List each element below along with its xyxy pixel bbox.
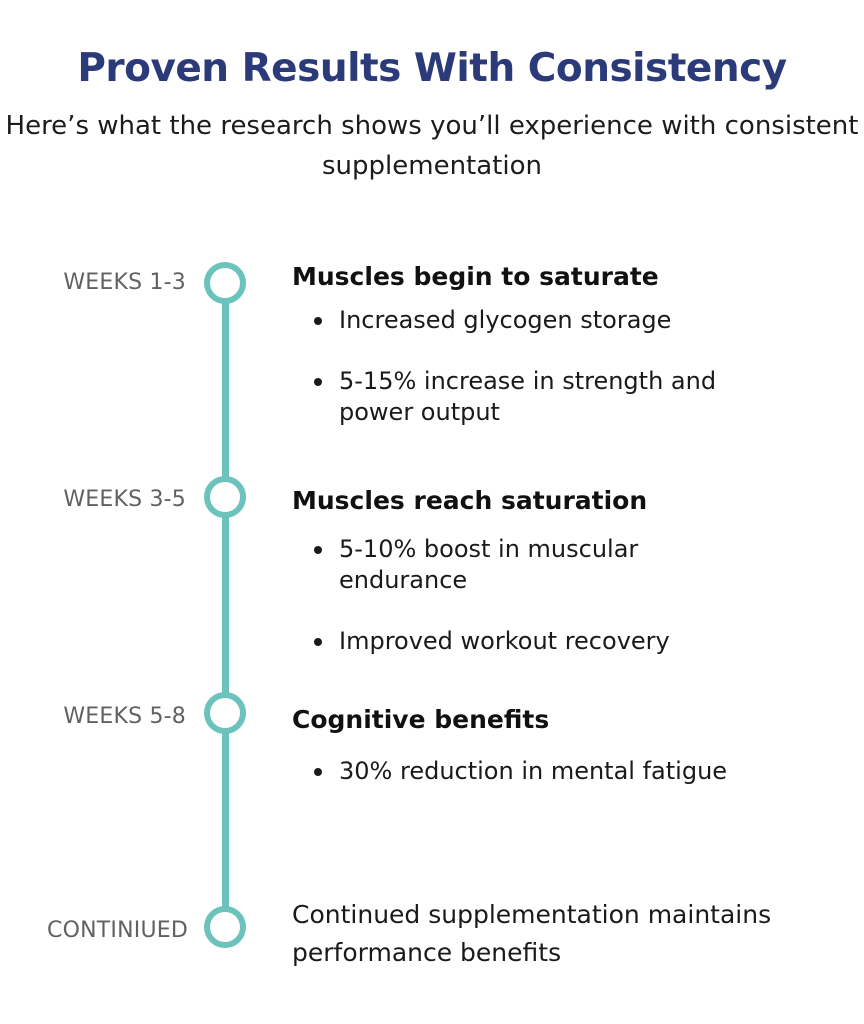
list-item: 5-15% increase in strength and power out… xyxy=(310,366,759,428)
timeline-label-weeks-5-8: WEEKS 5-8 xyxy=(63,704,186,729)
timeline-dot xyxy=(204,262,246,304)
stage-heading: Muscles begin to saturate xyxy=(292,262,659,291)
stage-bullet-list: Increased glycogen storage 5-15% increas… xyxy=(310,305,759,428)
page-title: Proven Results With Consistency xyxy=(77,46,787,91)
page-subtitle: Here’s what the research shows you’ll ex… xyxy=(5,111,859,181)
stage-heading: Cognitive benefits xyxy=(292,705,550,734)
list-item: Increased glycogen storage xyxy=(310,305,759,336)
timeline-dot xyxy=(204,476,246,518)
timeline-line xyxy=(222,282,229,926)
stage-continued-text: Continued supplementation maintains perf… xyxy=(292,900,772,967)
timeline-dot xyxy=(204,906,246,948)
timeline-label-continued: CONTINIUED xyxy=(47,918,188,943)
stage-bullet-list: 5-10% boost in muscular endurance Improv… xyxy=(310,534,759,657)
stage-bullet-list: 30% reduction in mental fatigue xyxy=(310,756,759,787)
list-item: 30% reduction in mental fatigue xyxy=(310,756,759,787)
timeline-label-weeks-3-5: WEEKS 3-5 xyxy=(63,487,186,512)
timeline-dot xyxy=(204,692,246,734)
timeline-label-weeks-1-3: WEEKS 1-3 xyxy=(63,270,186,295)
stage-heading: Muscles reach saturation xyxy=(292,486,648,515)
list-item: 5-10% boost in muscular endurance xyxy=(310,534,759,596)
list-item: Improved workout recovery xyxy=(310,626,759,657)
